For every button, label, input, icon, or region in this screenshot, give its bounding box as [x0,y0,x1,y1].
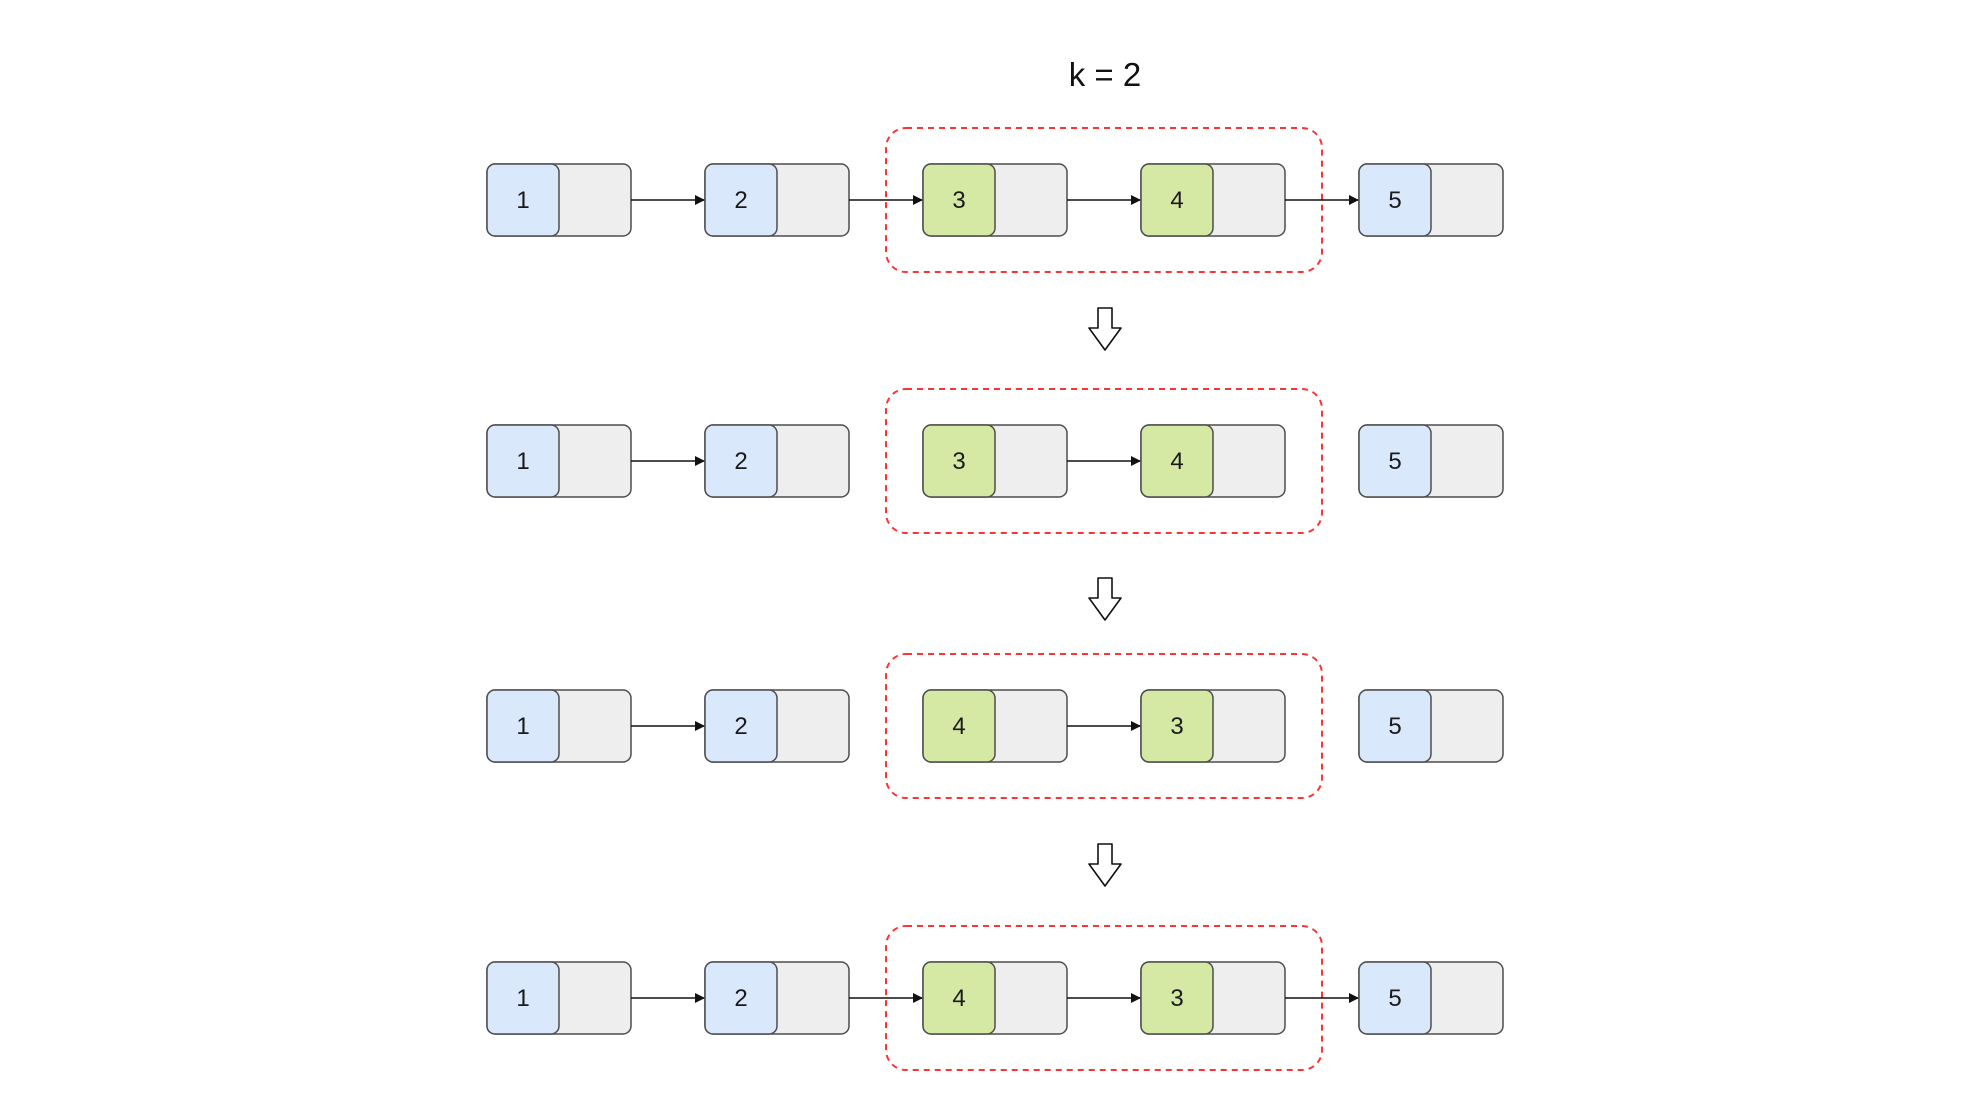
node-value-cell [1358,961,1432,1035]
node-value: 4 [1170,187,1183,214]
list-node: 1 [486,689,632,763]
list-node: 4 [1140,424,1286,498]
node-value: 5 [1388,187,1401,214]
node-value: 2 [734,985,747,1012]
node-value: 3 [1170,713,1183,740]
node-value-cell [1140,424,1214,498]
node-value-cell [922,689,996,763]
list-node: 5 [1358,689,1504,763]
list-node: 2 [704,424,850,498]
node-value: 1 [516,187,529,214]
list-node: 5 [1358,961,1504,1035]
node-value-cell [922,961,996,1035]
node-value: 4 [1170,448,1183,475]
list-node: 4 [922,689,1068,763]
list-node: 3 [922,424,1068,498]
list-node: 3 [922,163,1068,237]
node-value: 4 [952,713,965,740]
node-value: 5 [1388,448,1401,475]
node-value-cell [704,163,778,237]
list-node: 1 [486,961,632,1035]
node-value: 3 [1170,985,1183,1012]
node-value: 3 [952,187,965,214]
node-value-cell [486,961,560,1035]
node-value-cell [486,424,560,498]
list-node: 2 [704,689,850,763]
node-value: 2 [734,187,747,214]
node-value: 1 [516,713,529,740]
list-node: 2 [704,961,850,1035]
node-value: 5 [1388,713,1401,740]
node-value-cell [1358,163,1432,237]
node-value-cell [486,689,560,763]
node-value-cell [486,163,560,237]
group-border [885,388,1323,534]
node-value: 2 [734,713,747,740]
list-node: 1 [486,424,632,498]
group-border [885,925,1323,1071]
node-value-cell [1358,424,1432,498]
list-node: 3 [1140,689,1286,763]
node-value-cell [922,424,996,498]
node-value-cell [704,689,778,763]
list-node: 3 [1140,961,1286,1035]
step-down-arrow-icon [1088,307,1122,351]
node-value-cell [1140,163,1214,237]
list-node: 2 [704,163,850,237]
node-value-cell [704,961,778,1035]
diagram-title: k = 2 [1069,56,1141,93]
group-border [885,653,1323,799]
node-value: 4 [952,985,965,1012]
node-value: 1 [516,448,529,475]
list-node: 1 [486,163,632,237]
node-value: 3 [952,448,965,475]
node-value-cell [922,163,996,237]
node-value-cell [1140,689,1214,763]
node-value-cell [1140,961,1214,1035]
list-node: 5 [1358,163,1504,237]
group-border [885,127,1323,273]
list-node: 4 [922,961,1068,1035]
list-node: 4 [1140,163,1286,237]
node-value-cell [1358,689,1432,763]
node-value-cell [704,424,778,498]
step-down-arrow-icon [1088,843,1122,887]
step-down-arrow-icon [1088,577,1122,621]
node-value: 1 [516,985,529,1012]
node-value: 5 [1388,985,1401,1012]
list-node: 5 [1358,424,1504,498]
node-value: 2 [734,448,747,475]
